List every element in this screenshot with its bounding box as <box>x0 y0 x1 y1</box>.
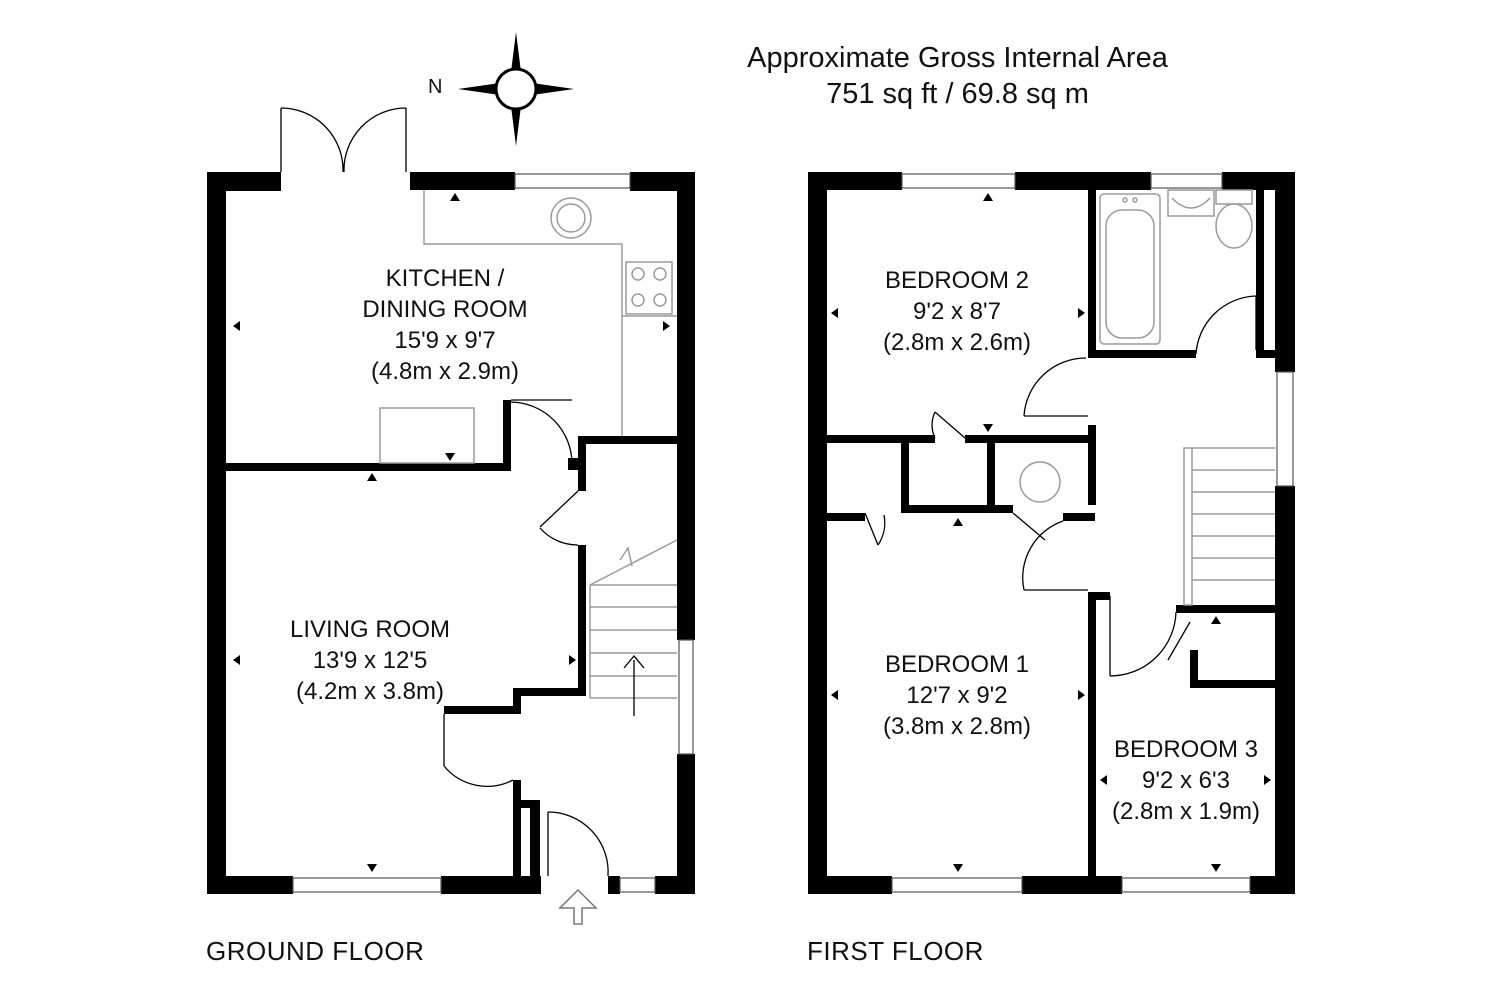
room-dimensions-metric: (4.2m x 3.8m) <box>295 678 445 705</box>
compass-icon <box>458 32 574 146</box>
first-floor-stairs <box>1183 447 1275 606</box>
area-title: Approximate Gross Internal Area <box>747 42 1168 74</box>
ground-floor-windows <box>292 173 694 893</box>
first-floor-windows <box>891 173 1294 893</box>
area-value: 751 sq ft / 69.8 sq m <box>826 78 1089 110</box>
compass-north-label: N <box>428 76 443 98</box>
french-doors <box>280 107 407 173</box>
ground-floor-doors <box>443 399 609 877</box>
room-dimensions-imperial: 9'2 x 8'7 <box>913 298 1001 325</box>
ground-floor-stairs <box>589 539 678 716</box>
bathroom-fixtures <box>1099 189 1253 345</box>
room-dimensions-imperial: 15'9 x 9'7 <box>394 327 496 354</box>
kitchen-fixtures <box>379 190 677 464</box>
room-dimensions-metric: (2.8m x 1.9m) <box>1111 798 1261 825</box>
entrance-arrow-icon <box>558 888 598 925</box>
first-floor-label: FIRST FLOOR <box>807 936 984 966</box>
room-bedroom-1: BEDROOM 1 12'7 x 9'2 (3.8m x 2.8m) <box>857 649 1057 742</box>
room-dimensions-imperial: 9'2 x 6'3 <box>1142 767 1230 794</box>
room-living: LIVING ROOM 13'9 x 12'5 (4.2m x 3.8m) <box>260 614 480 707</box>
room-bedroom-2: BEDROOM 2 9'2 x 8'7 (2.8m x 2.6m) <box>857 265 1057 358</box>
ground-floor-label: GROUND FLOOR <box>206 936 425 966</box>
room-dimensions-metric: (3.8m x 2.8m) <box>882 713 1032 740</box>
room-kitchen-dining: KITCHEN / DINING ROOM 15'9 x 9'7 (4.8m x… <box>330 263 560 387</box>
room-name: BEDROOM 1 <box>884 651 1030 678</box>
room-dimensions-metric: (2.8m x 2.6m) <box>882 329 1032 356</box>
ground-floor-dimension-markers <box>233 193 670 872</box>
room-dimensions-metric: (4.8m x 2.9m) <box>370 358 520 385</box>
room-name: DINING ROOM <box>362 296 528 323</box>
first-floor-walls <box>808 172 1295 894</box>
room-name: KITCHEN / <box>385 265 505 292</box>
room-bedroom-3: BEDROOM 3 9'2 x 6'3 (2.8m x 1.9m) <box>1096 734 1276 827</box>
room-name: BEDROOM 3 <box>1113 736 1259 763</box>
room-name: LIVING ROOM <box>289 616 451 643</box>
room-dimensions-imperial: 13'9 x 12'5 <box>312 647 428 674</box>
room-name: BEDROOM 2 <box>884 267 1030 294</box>
ground-floor-walls <box>207 172 695 894</box>
first-floor-dimension-markers <box>831 193 1271 872</box>
first-floor-doors <box>864 295 1257 677</box>
area-summary: Approximate Gross Internal Area 751 sq f… <box>700 40 1215 112</box>
room-dimensions-imperial: 12'7 x 9'2 <box>906 682 1008 709</box>
